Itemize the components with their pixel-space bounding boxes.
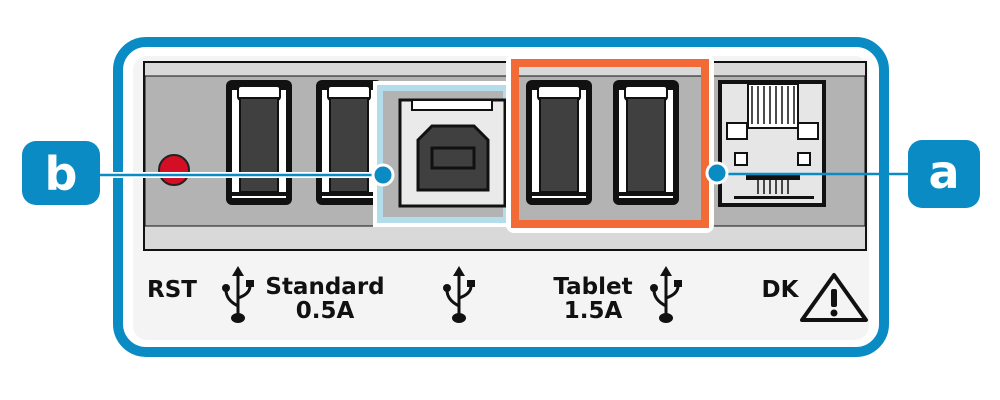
callout-b-label: b — [45, 147, 78, 201]
dk-label: DK — [762, 277, 800, 303]
tablet-label: Tablet — [553, 274, 632, 300]
callout-a-badge — [908, 140, 980, 208]
usb-port-standard-2 — [315, 79, 383, 206]
warning-icon — [800, 273, 868, 322]
reset-led[interactable] — [158, 154, 190, 186]
callout-a-label: a — [928, 145, 959, 199]
tablet-ports-highlight — [511, 59, 709, 228]
usb-b-port — [398, 98, 507, 208]
usb-port-tablet-1 — [525, 79, 593, 206]
callout-b-badge — [22, 141, 100, 205]
rst-label: RST — [147, 277, 197, 303]
usb-port-tablet-2 — [612, 79, 680, 206]
standard-label: Standard — [265, 274, 384, 300]
dk-port — [718, 80, 826, 207]
standard-current-label: 0.5A — [296, 298, 355, 324]
usb-port-standard-1 — [225, 79, 293, 206]
tablet-current-label: 1.5A — [564, 298, 623, 324]
